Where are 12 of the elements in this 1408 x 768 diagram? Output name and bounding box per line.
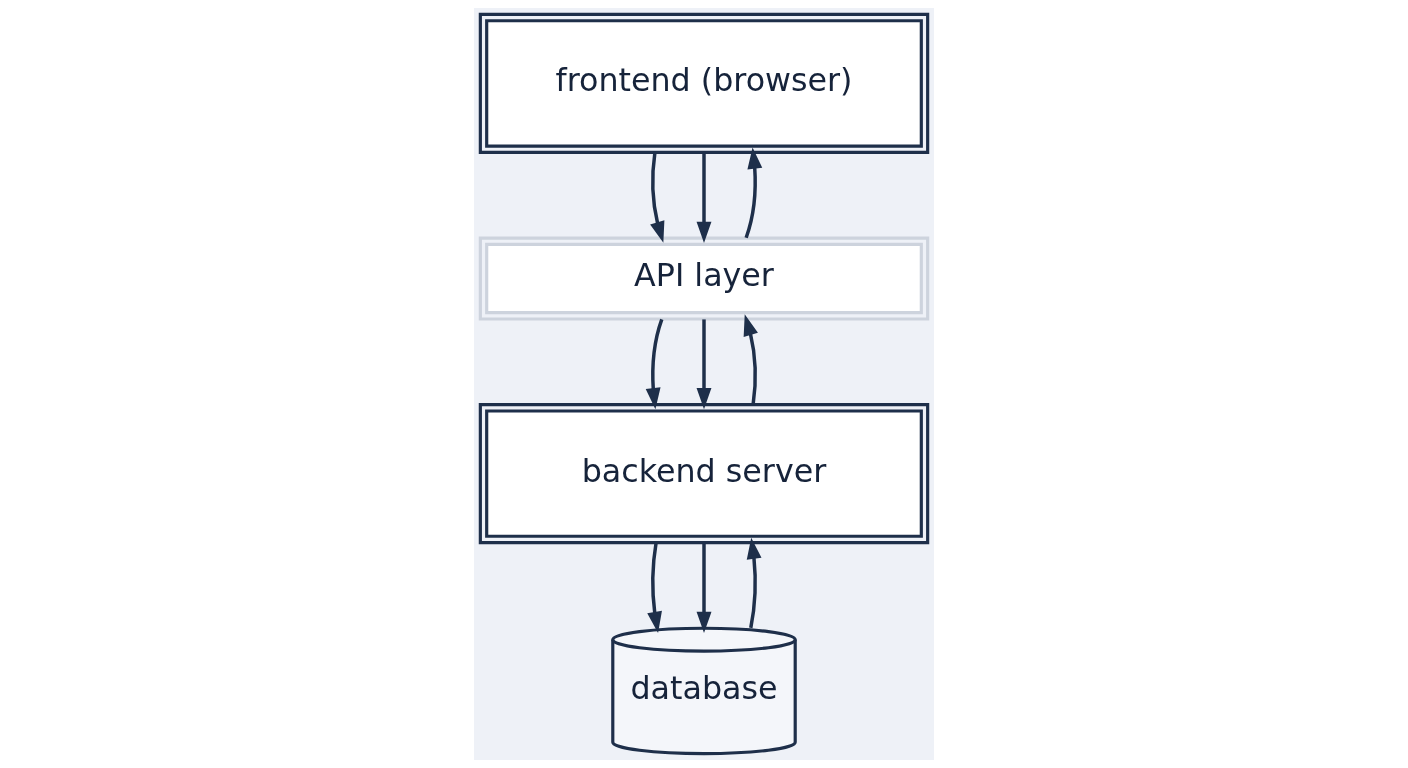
arrow [746,537,762,629]
arrow [650,152,665,243]
arrow [696,319,712,410]
node-box: API layer [478,236,930,321]
arrow [696,152,712,244]
arrow [696,542,712,634]
arrow [743,314,758,405]
arrow [645,318,664,410]
arrow [744,147,763,239]
node-box: frontend (browser) [478,12,930,154]
arrow [647,542,662,634]
node-box: backend server [478,403,930,545]
